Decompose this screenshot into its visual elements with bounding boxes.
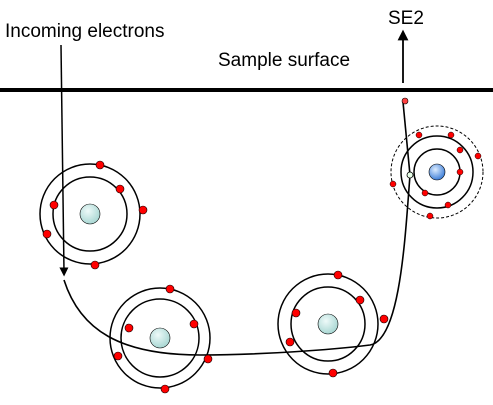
- incoming-electron-arrow: [59, 44, 69, 277]
- atom-3: [277, 270, 389, 378]
- se2-label: SE2: [388, 8, 424, 29]
- electron: [444, 201, 452, 209]
- atom-4: [389, 97, 484, 220]
- atom-1-nucleus: [79, 203, 101, 225]
- atom-4-nucleus: [428, 163, 446, 181]
- atom-1-inner-shell: [52, 176, 128, 252]
- electron: [49, 200, 59, 210]
- se-escape-line: [402, 101, 411, 176]
- atom-2-outer-shell: [109, 287, 211, 389]
- electron: [160, 384, 170, 394]
- atom-4-mid-shell: [400, 135, 474, 209]
- electron: [333, 270, 343, 280]
- sample-surface-label: Sample surface: [218, 50, 351, 71]
- electron-vacancy: [406, 171, 414, 179]
- atom-3-nucleus: [317, 313, 339, 335]
- electron: [456, 146, 464, 154]
- electron: [113, 351, 123, 361]
- atom-2-nucleus: [149, 327, 171, 349]
- electron: [355, 295, 365, 305]
- incoming-electrons-label: Incoming electrons: [5, 21, 165, 42]
- electron: [165, 284, 175, 294]
- electron: [124, 323, 134, 333]
- electron: [328, 368, 338, 378]
- electron: [415, 131, 423, 139]
- electron: [426, 212, 434, 220]
- atom-2-inner-shell: [120, 298, 200, 378]
- electron: [42, 229, 52, 239]
- electron-trajectory: [63, 174, 411, 356]
- electron: [90, 260, 100, 270]
- electron: [291, 308, 301, 318]
- electron: [203, 354, 213, 364]
- atom-4-outer-shell: [390, 125, 484, 219]
- atom-2: [109, 284, 213, 394]
- electron: [285, 337, 295, 347]
- electron: [456, 168, 464, 176]
- electron: [95, 160, 105, 170]
- electron: [189, 319, 199, 329]
- atom-1-outer-shell: [39, 163, 141, 265]
- atom-3-outer-shell: [277, 273, 379, 375]
- secondary-electron: [401, 97, 409, 105]
- electron: [447, 131, 455, 139]
- atom-3-inner-shell: [290, 286, 366, 362]
- electron: [389, 180, 397, 188]
- electron: [138, 205, 148, 215]
- atom-1: [39, 160, 148, 270]
- electron: [379, 314, 389, 324]
- electron: [115, 184, 125, 194]
- electron: [421, 189, 429, 197]
- electron: [474, 152, 482, 160]
